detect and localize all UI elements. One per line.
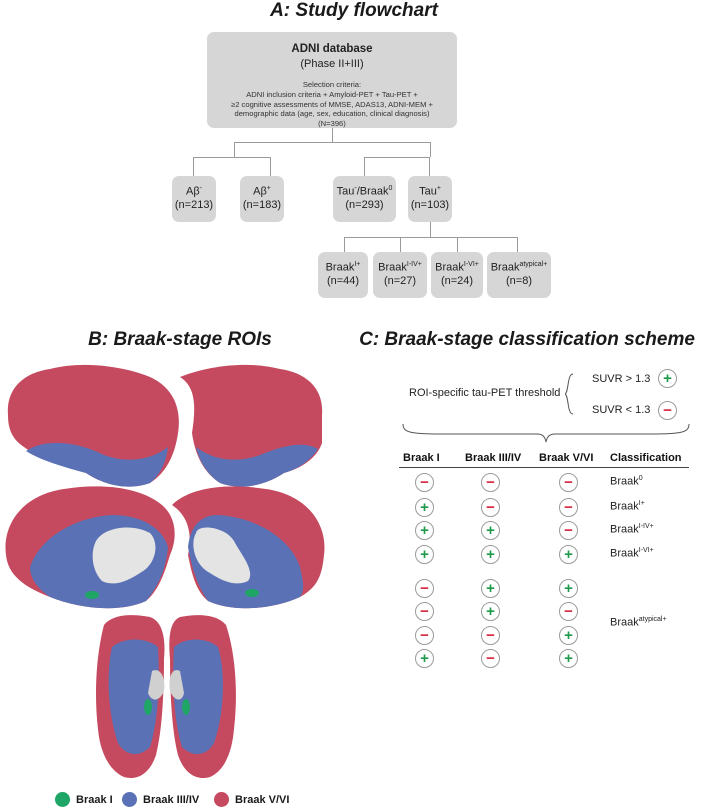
plus-sign-icon: + [481,602,500,621]
plus-sign-icon: + [559,579,578,598]
legend-item-braak-iii-iv: Braak III/IV [122,792,199,807]
legend-dot-red [214,792,229,807]
classification-label: Braak0 [610,475,643,488]
minus-sign-icon: − [481,649,500,668]
panel-c-title: C: Braak-stage classification scheme [359,329,695,350]
plus-sign-icon: + [559,649,578,668]
connector [193,157,271,158]
brain-lateral-left [7,364,179,487]
flow-box-tau-neg: Tau-/Braak0 (n=293) [333,176,396,222]
flow-box-braak-atypical: Braakatypical+ (n=8) [487,252,551,298]
minus-sign-icon: − [559,498,578,517]
brain-lateral-right [180,364,323,487]
minus-sign-icon: − [559,473,578,492]
flow-box-abeta-pos: Aβ+ (n=183) [240,176,284,222]
brain-medial-left [5,486,175,609]
plus-sign-icon: + [658,369,677,388]
minus-sign-icon: − [415,579,434,598]
col-header-classification: Classification [610,452,682,464]
suvr-above-label: SUVR > 1.3 [592,373,651,385]
classification-label: BraakI-VI+ [610,547,654,560]
flow-box-braak-i-vi: BraakI-VI+ (n=24) [431,252,483,298]
connector [364,157,430,158]
plus-sign-icon: + [559,626,578,645]
plus-sign-icon: + [415,649,434,668]
connector [517,237,518,252]
minus-sign-icon: − [415,626,434,645]
panel-b-title: B: Braak-stage ROIs [88,329,272,350]
legend-item-braak-i: Braak I [55,792,113,807]
minus-sign-icon: − [415,473,434,492]
connector [430,222,431,237]
threshold-bracket [565,373,574,415]
scheme-brace [402,424,690,443]
plus-sign-icon: + [481,521,500,540]
minus-sign-icon: − [481,626,500,645]
minus-sign-icon: − [481,473,500,492]
connector [344,237,518,238]
minus-sign-icon: − [658,401,677,420]
classification-atypical: Braakatypical+ [610,616,667,629]
panel-a-title: A: Study flowchart [270,0,438,21]
connector [457,237,458,252]
threshold-label: ROI-specific tau-PET threshold [409,387,561,399]
connector [400,237,401,252]
connector [193,157,194,176]
minus-sign-icon: − [559,602,578,621]
connector [332,128,333,142]
legend-dot-green [55,792,70,807]
col-header-braak-iii-iv: Braak III/IV [465,452,522,464]
flow-root-box: ADNI database (Phase II+III) Selection c… [207,32,457,128]
header-rule [399,467,689,468]
brain-ventral-left [96,615,165,779]
legend-item-braak-v-vi: Braak V/VI [214,792,289,807]
flow-box-tau-pos: Tau+ (n=103) [408,176,452,222]
classification-label: BraakI-IV+ [610,523,654,536]
plus-sign-icon: + [415,521,434,540]
connector [430,142,431,157]
col-header-braak-i: Braak I [403,452,440,464]
classification-label: BraakI+ [610,500,645,513]
minus-sign-icon: − [481,498,500,517]
plus-sign-icon: + [415,498,434,517]
flow-box-braak-i-iv: BraakI-IV+ (n=27) [373,252,427,298]
minus-sign-icon: − [559,521,578,540]
connector [429,157,430,176]
root-subtitle: (Phase II+III) [300,58,364,71]
connector [364,157,365,176]
brain-rois-figure [5,364,325,779]
minus-sign-icon: − [415,602,434,621]
suvr-below-label: SUVR < 1.3 [592,404,651,416]
connector [344,237,345,252]
flow-box-abeta-neg: Aβ- (n=213) [172,176,216,222]
connector [234,142,430,143]
legend-dot-blue [122,792,137,807]
connector [270,157,271,176]
brain-ventral-right [169,615,236,779]
brain-medial-right [172,486,325,609]
plus-sign-icon: + [559,545,578,564]
plus-sign-icon: + [415,545,434,564]
root-criteria: Selection criteria: ADNI inclusion crite… [231,80,433,128]
root-title: ADNI database [291,43,373,55]
flow-box-braak-i: BraakI+ (n=44) [318,252,368,298]
col-header-braak-v-vi: Braak V/VI [539,452,594,464]
plus-sign-icon: + [481,545,500,564]
plus-sign-icon: + [481,579,500,598]
connector [234,142,235,157]
